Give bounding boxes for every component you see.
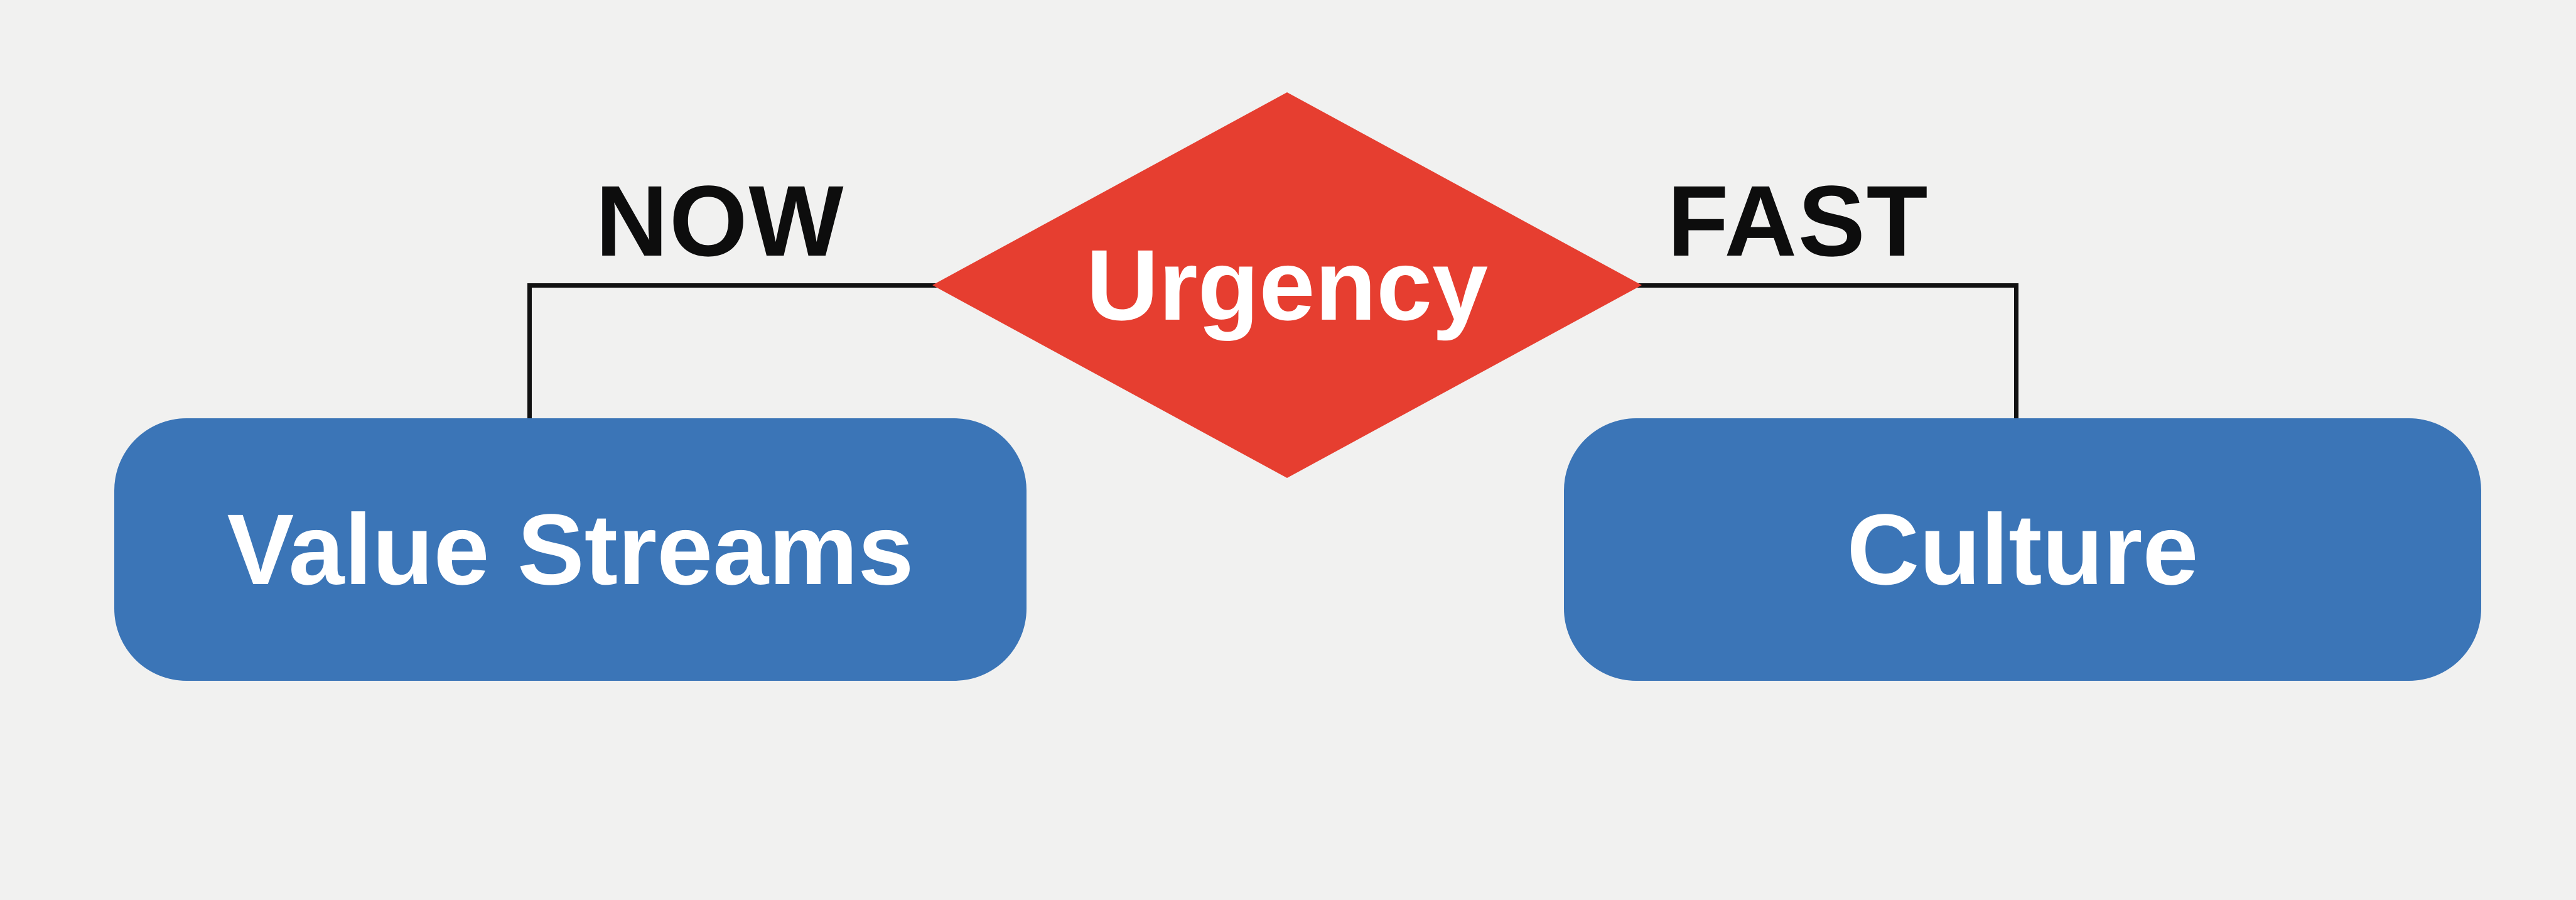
node-box-culture-label: Culture xyxy=(1846,493,2199,605)
connector-right-horizontal-segment xyxy=(1620,283,2018,288)
branch-label-now: NOW xyxy=(595,165,845,277)
connector-right-vertical-segment xyxy=(2014,283,2018,421)
decision-diamond-label: Urgency xyxy=(1086,229,1489,341)
node-box-value-streams-label: Value Streams xyxy=(227,493,914,605)
connector-left-vertical-segment xyxy=(527,283,532,421)
node-box-value-streams: Value Streams xyxy=(114,418,1027,681)
branch-label-fast: FAST xyxy=(1667,165,1929,277)
decision-diamond-urgency: Urgency xyxy=(932,92,1642,478)
node-box-culture: Culture xyxy=(1564,418,2481,681)
connector-left-horizontal-segment xyxy=(527,283,954,288)
